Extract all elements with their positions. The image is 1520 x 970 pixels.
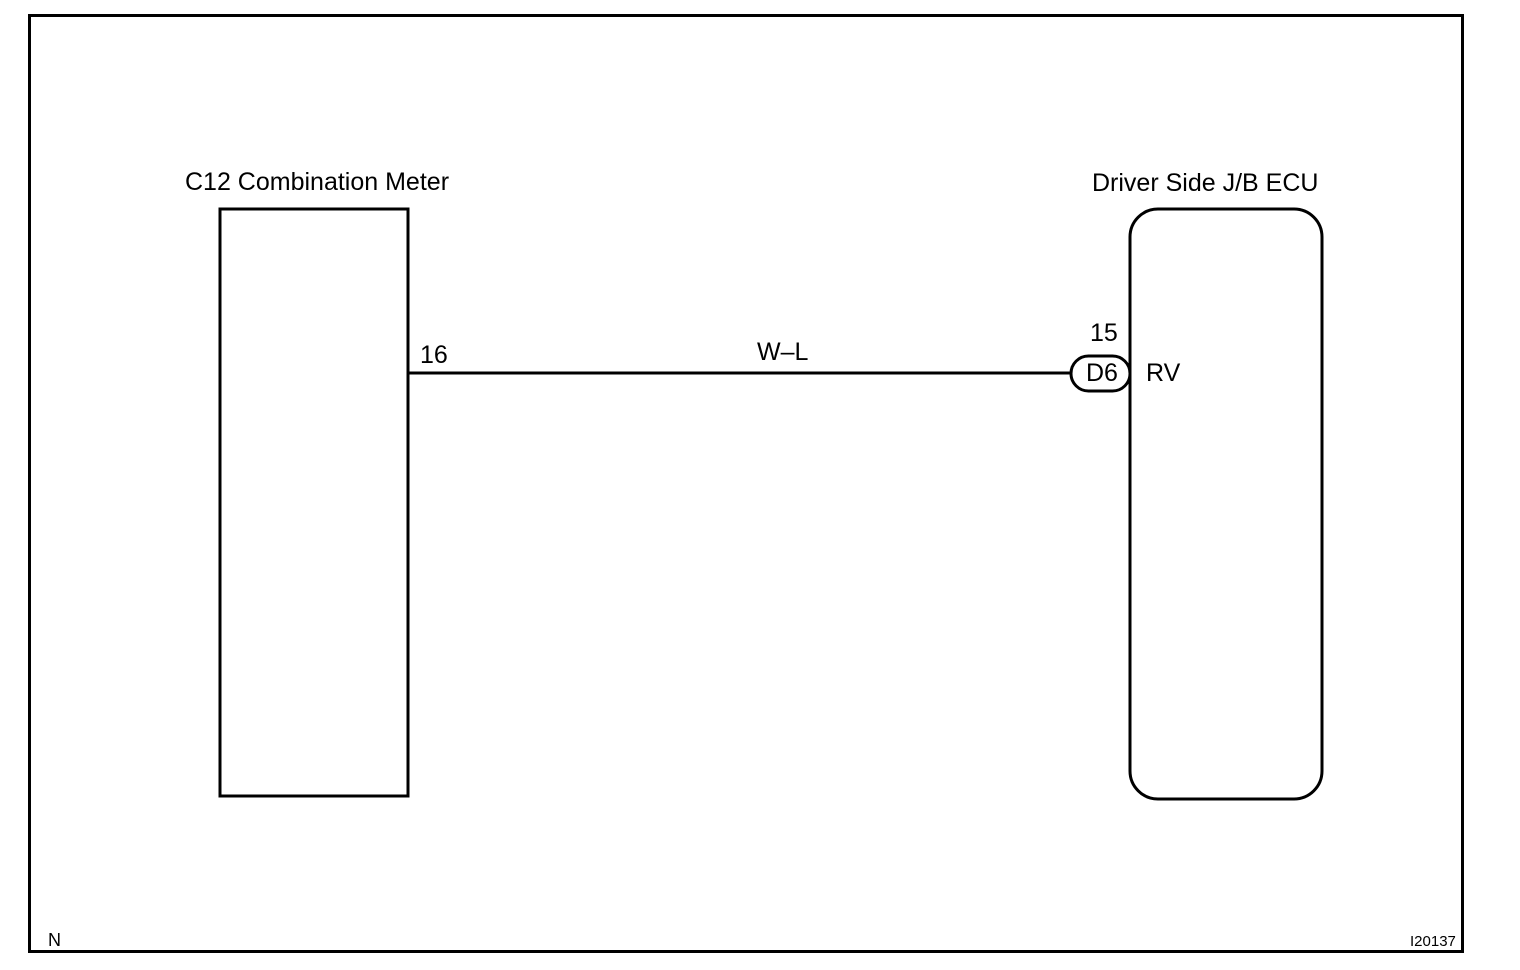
jb-ecu-pin: 15 bbox=[1090, 319, 1118, 347]
figure-id: I20137 bbox=[1410, 933, 1456, 950]
jb-ecu-box bbox=[1128, 207, 1324, 801]
connector-d6-label: D6 bbox=[1086, 359, 1118, 387]
jb-ecu-terminal: RV bbox=[1146, 359, 1181, 387]
corner-mark: N bbox=[48, 930, 61, 950]
combination-meter-box bbox=[218, 207, 410, 798]
diagram-frame bbox=[28, 14, 1464, 953]
combination-meter-label: C12 Combination Meter bbox=[185, 168, 450, 196]
combination-meter-pin: 16 bbox=[420, 341, 448, 369]
connector-d6-shape bbox=[1069, 354, 1132, 393]
wire-color-code: W–L bbox=[757, 338, 809, 366]
jb-ecu-label: Driver Side J/B ECU bbox=[1092, 169, 1319, 197]
